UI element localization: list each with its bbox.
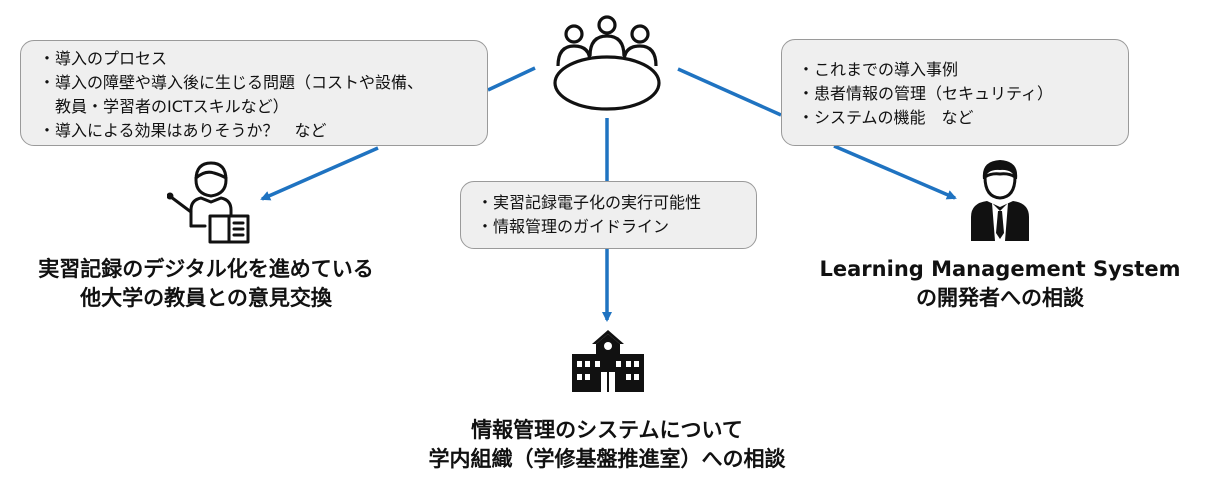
teacher-icon [167,161,250,244]
right-topic-item: ・システムの機能 など [798,108,974,127]
left-topic-item: 教員・学習者のICTスキルなど） [39,97,289,116]
left-title-line: 実習記録のデジタル化を進めている [38,257,374,281]
businessman-icon [971,160,1029,241]
left-topic-item: ・導入のプロセス [39,49,168,68]
right-topics-bubble: ・これまでの導入事例 ・患者情報の管理（セキュリティ） ・システムの機能 など [781,39,1129,146]
left-topic-item: ・導入の障壁や導入後に生じる問題（コストや設備、 [39,73,424,92]
left-title-line: 他大学の教員との意見交換 [80,286,332,310]
left-topic-item: ・導入による効果はありそうか？ など [39,121,327,140]
bottom-title: 情報管理のシステムについて 学内組織（学修基盤推進室）への相談 [390,416,824,474]
bottom-title-line: 学内組織（学修基盤推進室）への相談 [428,447,786,471]
arrow-to-developer [677,67,782,117]
arrow-to-teacher-lower [260,146,379,201]
school-building-icon [572,330,644,392]
arrow-to-developer-lower [833,144,957,200]
arrow-to-teacher [487,66,536,92]
right-topic-item: ・これまでの導入事例 [798,60,959,79]
right-title: Learning Management System の開発者への相談 [810,255,1190,313]
right-title-line: Learning Management System [819,257,1181,281]
center-topic-item: ・情報管理のガイドライン [477,217,670,236]
center-topic-item: ・実習記録電子化の実行可能性 [477,193,702,212]
left-topics-bubble: ・導入のプロセス ・導入の障壁や導入後に生じる問題（コストや設備、 教員・学習者… [20,40,488,146]
bottom-title-line: 情報管理のシステムについて [471,418,743,442]
center-topics-bubble: ・実習記録電子化の実行可能性 ・情報管理のガイドライン [460,181,757,249]
right-title-line: の開発者への相談 [916,286,1084,310]
meeting-table-icon [553,15,661,111]
right-topic-item: ・患者情報の管理（セキュリティ） [798,84,1054,103]
left-title: 実習記録のデジタル化を進めている 他大学の教員との意見交換 [12,255,400,313]
